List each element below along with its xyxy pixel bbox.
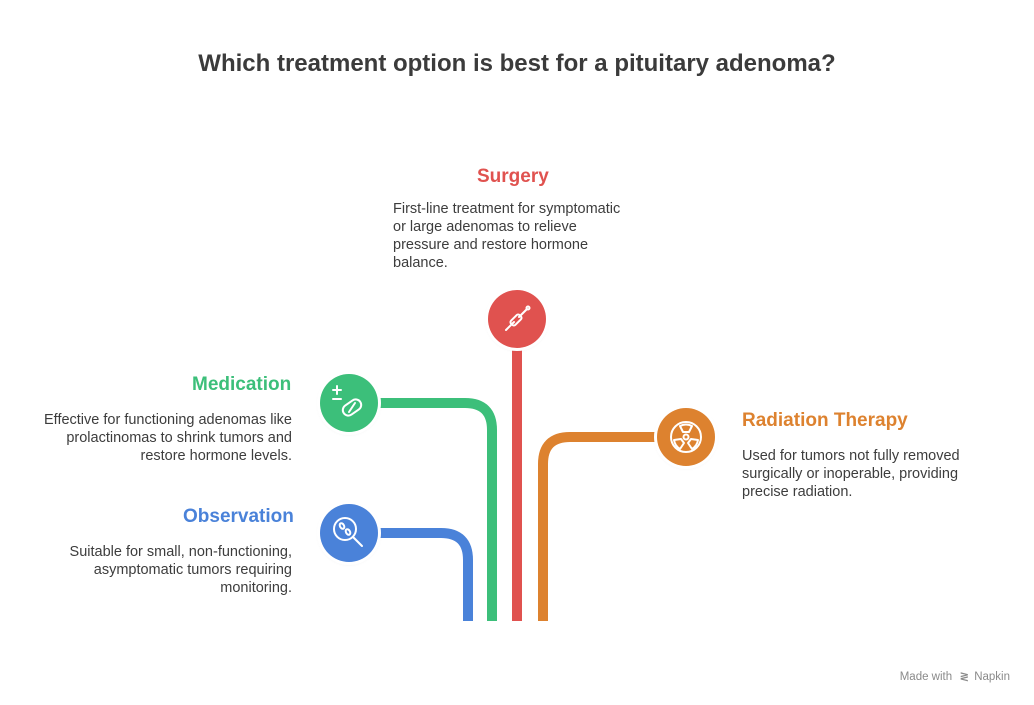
observation-heading: Observation — [183, 506, 294, 527]
radiation-heading: Radiation Therapy — [742, 410, 908, 431]
footer-credit: Made with ≷ Napkin — [900, 669, 1010, 683]
footer-prefix: Made with — [899, 671, 953, 683]
medication-heading: Medication — [192, 374, 292, 395]
surgery-node — [488, 290, 546, 348]
observation-node — [320, 504, 378, 562]
scalpel-icon — [505, 305, 531, 331]
medication-description: Effective for functioning adenomas like … — [44, 412, 292, 464]
magnifier-icon — [333, 517, 363, 547]
surgery-heading: Surgery — [477, 166, 549, 187]
observation-connector — [350, 528, 473, 621]
radiation-description: Used for tumors not fully removed surgic… — [742, 448, 960, 500]
radiation-connector — [538, 432, 685, 621]
surgery-description: First-line treatment for symptomatic or … — [393, 201, 621, 271]
napkin-logo-icon: ≷ — [959, 671, 969, 683]
radiation-icon — [670, 421, 702, 453]
footer-brand: Napkin — [974, 671, 1010, 683]
page-title: Which treatment option is best for a pit… — [198, 50, 836, 77]
radiation-node — [657, 408, 715, 466]
observation-description: Suitable for small, non-functioning, asy… — [69, 544, 292, 596]
pill-icon — [332, 385, 363, 417]
medication-connector — [350, 398, 497, 621]
medication-node — [320, 374, 378, 432]
